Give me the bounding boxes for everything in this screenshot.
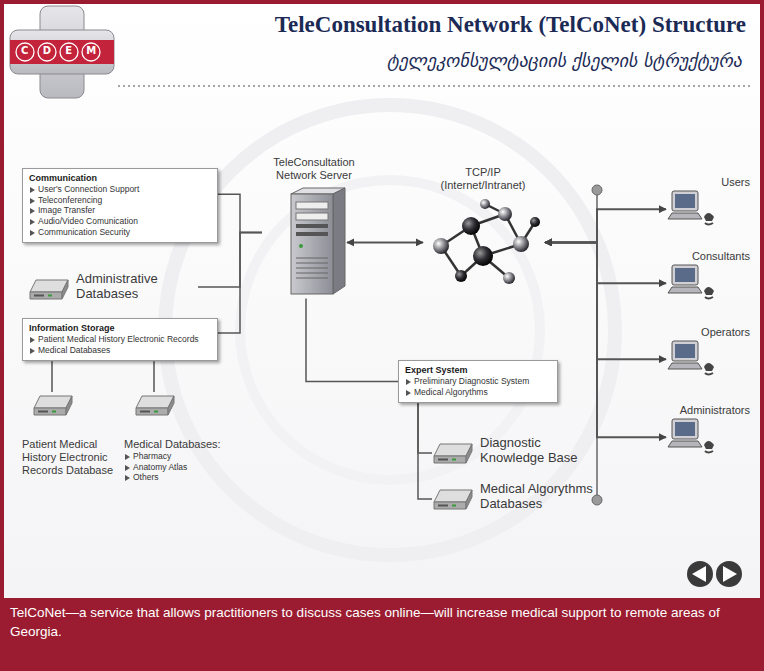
connector: [545, 242, 666, 437]
info-box: Information StoragePatient Medical Histo…: [22, 318, 218, 361]
item-label: (Internet/Intranet): [418, 179, 548, 192]
server-drawing: [277, 186, 351, 298]
connector: [306, 298, 398, 381]
database-item: Patient Medical History Electronic Recor…: [22, 392, 122, 478]
disk-icon: [28, 276, 70, 302]
disk-icon: [432, 440, 474, 466]
user-station: Consultants: [666, 250, 750, 303]
disk-drawing: [32, 392, 74, 418]
box-heading: Information Storage: [29, 323, 211, 333]
caption: TelCoNet—a service that allows practitio…: [10, 604, 752, 642]
disk-icon: [32, 392, 122, 418]
station-label: Operators: [666, 326, 750, 339]
item-label: Administrative Databases: [76, 272, 198, 302]
list-item: Others: [124, 472, 234, 483]
user-icon: [666, 339, 750, 379]
user-drawing: [666, 263, 716, 303]
list-item: Preliminary Diagnostic System: [405, 376, 551, 387]
user-station: Users: [666, 176, 750, 229]
content-panel: [4, 4, 760, 598]
box-heading: Expert System: [405, 365, 551, 375]
disk-icon: [432, 486, 474, 512]
net-drawing: [421, 196, 545, 288]
list-item: User's Connection Support: [29, 184, 211, 195]
subtitle: ტელეკონსულტაციის ქსელის სტრუქტურა: [387, 50, 742, 71]
user-drawing: [666, 189, 716, 229]
item-label: Diagnostic Knowledge Base: [480, 436, 592, 466]
user-station: Operators: [666, 326, 750, 379]
connector: [545, 209, 666, 242]
title: TeleConsultation Network (TelCoNet) Stru…: [275, 12, 746, 38]
station-label: Administrators: [666, 404, 750, 417]
item-label: Medical Databases:: [124, 438, 234, 451]
connector: [418, 403, 432, 453]
label-group: Administrative Databases: [76, 272, 198, 302]
database-item: Administrative Databases: [28, 272, 198, 302]
logo-cross: [10, 6, 114, 98]
connector: [218, 194, 262, 232]
user-icon: [666, 189, 750, 229]
connector: [218, 232, 262, 333]
station-label: Users: [666, 176, 750, 189]
nav-arrows: [687, 561, 742, 587]
info-box: Expert SystemPreliminary Diagnostic Syst…: [398, 360, 558, 403]
user-drawing: [666, 417, 716, 457]
list-item: Pharmacy: [124, 451, 234, 462]
disk-icon: [134, 392, 234, 418]
database-item: Medical Databases:PharmacyAnatomy AtlasO…: [124, 392, 234, 483]
database-item: Diagnostic Knowledge Base: [432, 436, 592, 466]
item-label: TeleConsultation Network Server: [262, 156, 366, 182]
station-label: Consultants: [666, 250, 750, 263]
server-icon: [277, 186, 351, 298]
user-icon: [666, 417, 750, 457]
user-drawing: [666, 339, 716, 379]
logo-text: CDEM: [21, 45, 111, 56]
connector: [418, 403, 432, 499]
list-item: Communication Security: [29, 227, 211, 238]
connector: [545, 242, 666, 283]
list-item: Medical Algorythms: [405, 387, 551, 398]
connector: [153, 361, 155, 392]
disk-drawing: [432, 486, 474, 512]
connector: [545, 242, 666, 359]
user-station: Administrators: [666, 404, 750, 457]
disk-drawing: [432, 440, 474, 466]
network-cloud: TCP/IP(Internet/Intranet): [418, 166, 548, 288]
info-box: CommunicationUser's Connection SupportTe…: [22, 168, 218, 243]
item-label: Medical Algorythms Databases: [480, 482, 612, 512]
list-item: Medical Databases: [29, 345, 211, 356]
list-item: Patient Medical History Electronic Recor…: [29, 334, 211, 345]
connector: [347, 241, 423, 243]
user-icon: [666, 263, 750, 303]
database-item: Medical Algorythms Databases: [432, 482, 612, 512]
item-label: Patient Medical History Electronic Recor…: [22, 438, 122, 478]
label-group: Medical Algorythms Databases: [480, 482, 612, 512]
list-item: Anatomy Atlas: [124, 462, 234, 473]
list-item: Image Transfer: [29, 205, 211, 216]
dotted-rule: [118, 85, 750, 87]
label-group: Diagnostic Knowledge Base: [480, 436, 592, 466]
connector: [51, 361, 53, 392]
list-item: Audio/Video Comunication: [29, 216, 211, 227]
server: TeleConsultation Network Server: [262, 156, 366, 298]
box-heading: Communication: [29, 173, 211, 183]
disk-drawing: [28, 276, 70, 302]
item-label: TCP/IP: [418, 166, 548, 179]
disk-drawing: [134, 392, 176, 418]
net-icon: [421, 196, 545, 288]
list-item: Teleconferencing: [29, 195, 211, 206]
